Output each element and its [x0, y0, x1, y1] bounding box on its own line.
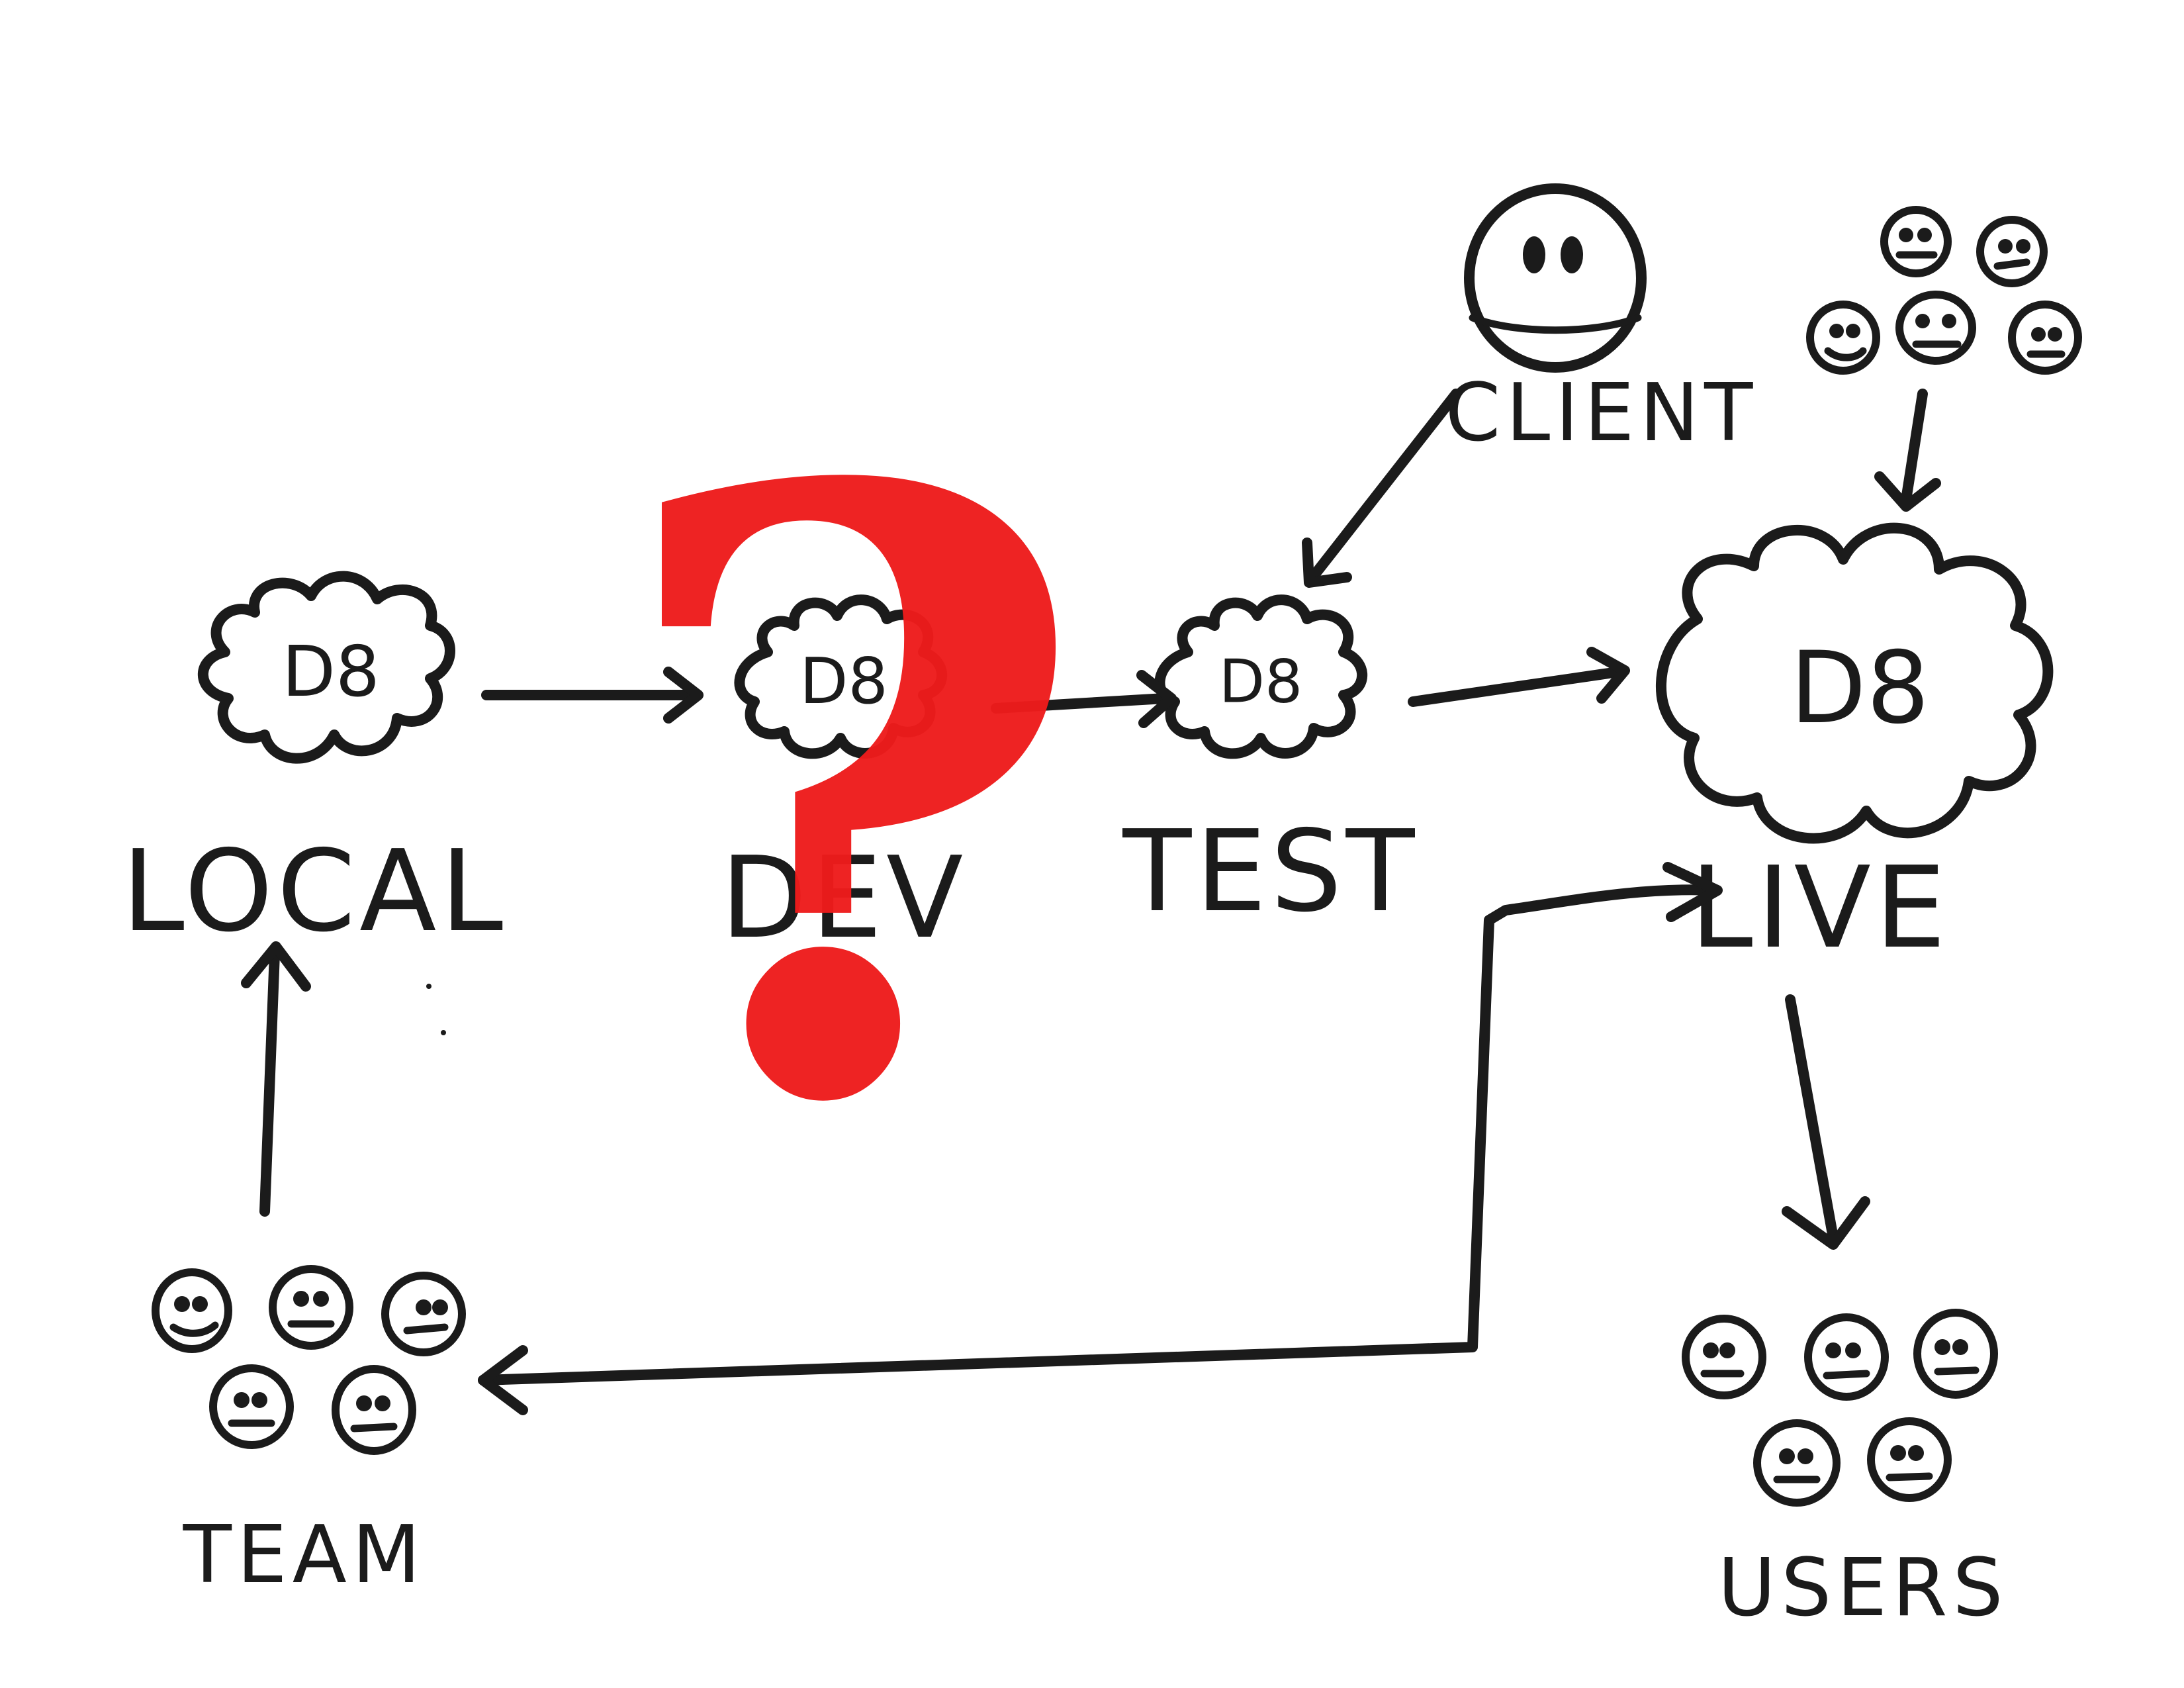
visitor-face — [1895, 291, 1976, 365]
users-label: USERS — [1717, 1542, 2008, 1634]
arrow-dev-to-test — [991, 670, 1177, 728]
arrow-local-to-dev — [481, 667, 704, 724]
arrow-team-to-local — [241, 941, 311, 1217]
live-visitors-group — [1806, 206, 2082, 375]
visitor-face — [1806, 301, 1880, 375]
stray-dot — [426, 984, 432, 989]
team-face — [209, 1364, 294, 1449]
client-avatar — [1464, 183, 1647, 373]
visitor-face — [1880, 206, 1952, 277]
team-face — [381, 1272, 466, 1356]
dev-label: DEV — [721, 833, 968, 964]
arrow-visitors-to-live — [1874, 389, 1941, 512]
arrow-live-to-users — [1782, 994, 1870, 1250]
user-face — [1753, 1419, 1841, 1507]
team-group — [152, 1265, 466, 1455]
visitor-face — [1976, 216, 2048, 287]
live-label: LIVE — [1690, 843, 1950, 974]
arrow-client-to-test — [1302, 389, 1461, 588]
users-group — [1682, 1309, 1998, 1507]
dev-server-cloud: D8 — [734, 594, 948, 759]
local-label: LOCAL — [122, 826, 507, 957]
team-face — [152, 1268, 232, 1353]
user-face — [1682, 1315, 1766, 1399]
dev-server-label: D8 — [799, 645, 888, 718]
team-face — [332, 1365, 416, 1455]
question-mark-annotation: ? — [608, 312, 1093, 1284]
stray-dot — [441, 1030, 446, 1035]
test-server-label: D8 — [1219, 647, 1303, 717]
local-server-label: D8 — [282, 632, 380, 712]
visitor-face — [2008, 301, 2082, 375]
local-server-cloud: D8 — [197, 571, 455, 764]
user-face — [1867, 1417, 1952, 1502]
test-server-cloud: D8 — [1154, 594, 1368, 759]
live-server-cloud: D8 — [1655, 522, 2054, 844]
team-face — [269, 1265, 353, 1350]
user-face — [1804, 1313, 1889, 1401]
user-face — [1913, 1309, 1998, 1399]
live-server-label: D8 — [1790, 631, 1930, 746]
client-label: CLIENT — [1445, 367, 1758, 459]
arrow-live-to-team — [478, 862, 1723, 1415]
arrow-test-to-live — [1408, 647, 1630, 707]
team-label: TEAM — [183, 1509, 426, 1601]
test-label: TEST — [1122, 806, 1418, 937]
